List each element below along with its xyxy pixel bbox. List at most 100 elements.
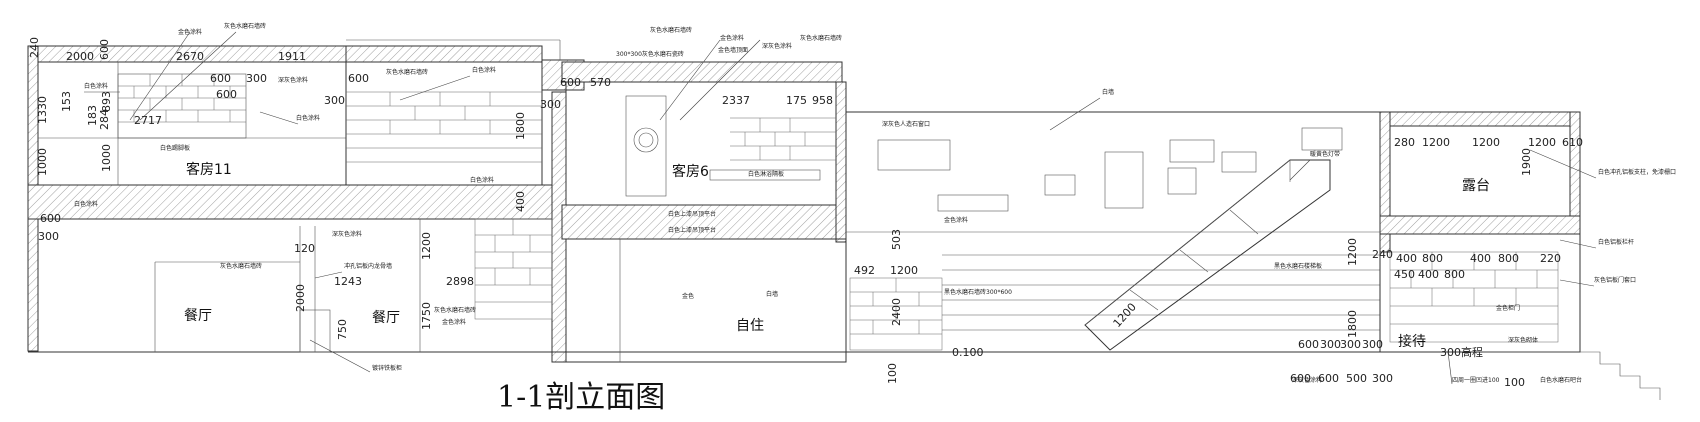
note-n19: 白色上漆吊顶平台 [668, 226, 716, 234]
note-n30: 白墙 [766, 290, 778, 298]
note-n25: 冲孔铝板内龙骨墙 [344, 262, 392, 270]
dim-d2898: 2898 [446, 275, 474, 288]
dim-d750: 750 [336, 319, 349, 340]
note-n38: 深灰色砌体 [1508, 336, 1538, 344]
dim-d284: 284 [98, 109, 111, 130]
dim-d2717: 2717 [134, 114, 162, 127]
note-n33: 暖黄色灯带 [1310, 150, 1340, 158]
dim-d0100: 0.100 [952, 346, 984, 359]
dim-d100b: 100 [1504, 376, 1525, 389]
dim-d240a: 240 [28, 37, 41, 58]
note-n26: 灰色水磨石墙砖 [434, 306, 476, 314]
dim-d600d: 600 [560, 76, 581, 89]
note-n34: 白色冲孔铝板支柱，免漆栅口 [1598, 168, 1676, 176]
dim-d800c: 800 [1444, 268, 1465, 281]
note-n24: 灰色水磨石墙砖 [220, 262, 262, 270]
dim-d300d: 300 [38, 230, 59, 243]
dim-d240b: 240 [1372, 248, 1393, 261]
dim-d153: 153 [60, 91, 73, 112]
note-n3: 白色涂料 [84, 82, 108, 90]
dim-d300a: 300 [246, 72, 267, 85]
dim-d1200f: 1200 [1346, 238, 1359, 266]
note-n31: 黑色水磨石墙砖300*600 [944, 288, 1012, 296]
note-n32: 黑色水磨石楼梯板 [1274, 262, 1322, 270]
dim-d220: 220 [1540, 252, 1561, 265]
dim-d600a: 600 [98, 39, 111, 60]
dim-d1200b: 1200 [890, 264, 918, 277]
dim-d400c: 400 [1470, 252, 1491, 265]
dim-d2337: 2337 [722, 94, 750, 107]
dim-d1750: 1750 [420, 302, 433, 330]
note-n41: 白色水磨石吧台 [1540, 376, 1582, 384]
room-self-live: 自住 [736, 318, 764, 334]
dim-d600e: 600 [40, 212, 61, 225]
dim-d1911: 1911 [278, 50, 306, 63]
note-n15: 深灰色涂料 [762, 42, 792, 50]
note-n29: 金色 [682, 292, 694, 300]
dim-d600f: 600 [1298, 338, 1319, 351]
room-terrace: 露台 [1462, 178, 1490, 194]
note-n7: 白色踢脚板 [160, 144, 190, 152]
dim-d500: 500 [1346, 372, 1367, 385]
note-n37: 金色柜门 [1496, 304, 1520, 312]
room-dining-right: 餐厅 [372, 310, 400, 326]
note-n23: 金色涂料 [944, 216, 968, 224]
dining-areas [37, 218, 553, 353]
dim-d600b: 600 [210, 72, 231, 85]
dimension-labels: 240 2000 2670 1911 600 600 300 600 1330 … [28, 37, 1583, 389]
dim-d400b: 400 [1396, 252, 1417, 265]
note-n22: 深灰色涂料 [332, 230, 362, 238]
dim-d300h2: 300高程 [1440, 345, 1483, 359]
note-n9: 白色涂料 [470, 176, 494, 184]
leader-lines [84, 75, 1597, 385]
note-n21: 白墙 [1102, 88, 1114, 96]
dim-d1800b: 1800 [1346, 310, 1359, 338]
dim-d1200e: 1200 [1528, 136, 1556, 149]
dim-d175: 175 [786, 94, 807, 107]
dim-d503: 503 [890, 229, 903, 250]
dim-d450: 450 [1394, 268, 1415, 281]
dim-d1900: 1900 [1520, 148, 1533, 176]
note-n8: 灰色水磨石墙砖 [386, 68, 428, 76]
hall-and-stair [845, 111, 1381, 353]
dim-d800b: 800 [1498, 252, 1519, 265]
dim-d1000b: 1000 [100, 144, 113, 172]
note-n17: 白色淋浴隔板 [748, 170, 784, 178]
note-n14: 灰色水磨石墙砖 [800, 34, 842, 42]
dim-d1000a: 1000 [36, 148, 49, 176]
note-n20: 深灰色人造石窗口 [882, 120, 930, 128]
note-n39: 深灰色涂料 [1292, 376, 1322, 384]
self-living-area [565, 238, 847, 363]
dim-d958: 958 [812, 94, 833, 107]
dim-d570: 570 [590, 76, 611, 89]
note-n1: 金色涂料 [178, 28, 202, 36]
note-n40: 四周一圈凹进100 [1452, 376, 1500, 384]
room-labels: 客房11 客房6 餐厅 餐厅 自住 露台 接待 [184, 161, 1490, 350]
dim-d1200d: 1200 [1472, 136, 1500, 149]
note-n13: 金色墙顶面 [718, 46, 748, 54]
room-guest11: 客房11 [186, 161, 232, 178]
dim-d2000: 2000 [66, 50, 94, 63]
dim-d2000b: 2000 [294, 284, 307, 312]
note-n35: 白色铝板栏杆 [1598, 238, 1634, 246]
note-n2: 灰色水磨石墙砖 [224, 22, 266, 30]
dim-d600b: 600 [216, 88, 237, 101]
dim-d600c: 600 [348, 72, 369, 85]
dim-d100a: 100 [886, 363, 899, 384]
dim-d600h: 600 [1318, 372, 1339, 385]
dim-d300c: 300 [540, 98, 561, 111]
dim-d183: 183 [86, 105, 99, 126]
room-dining-left: 餐厅 [184, 308, 212, 324]
dim-d1243: 1243 [334, 275, 362, 288]
note-n36: 灰色铝板门套口 [1594, 276, 1636, 284]
dim-d300b: 300 [324, 94, 345, 107]
dim-d800a: 800 [1422, 252, 1443, 265]
terrace-reception [1379, 125, 1661, 400]
dim-d2670: 2670 [176, 50, 204, 63]
note-n18: 白色上漆吊顶平台 [668, 210, 716, 218]
dim-d2400: 2400 [890, 298, 903, 326]
dim-d300h: 300 [1372, 372, 1393, 385]
room-reception: 接待 [1398, 333, 1426, 350]
dim-d492: 492 [854, 264, 875, 277]
